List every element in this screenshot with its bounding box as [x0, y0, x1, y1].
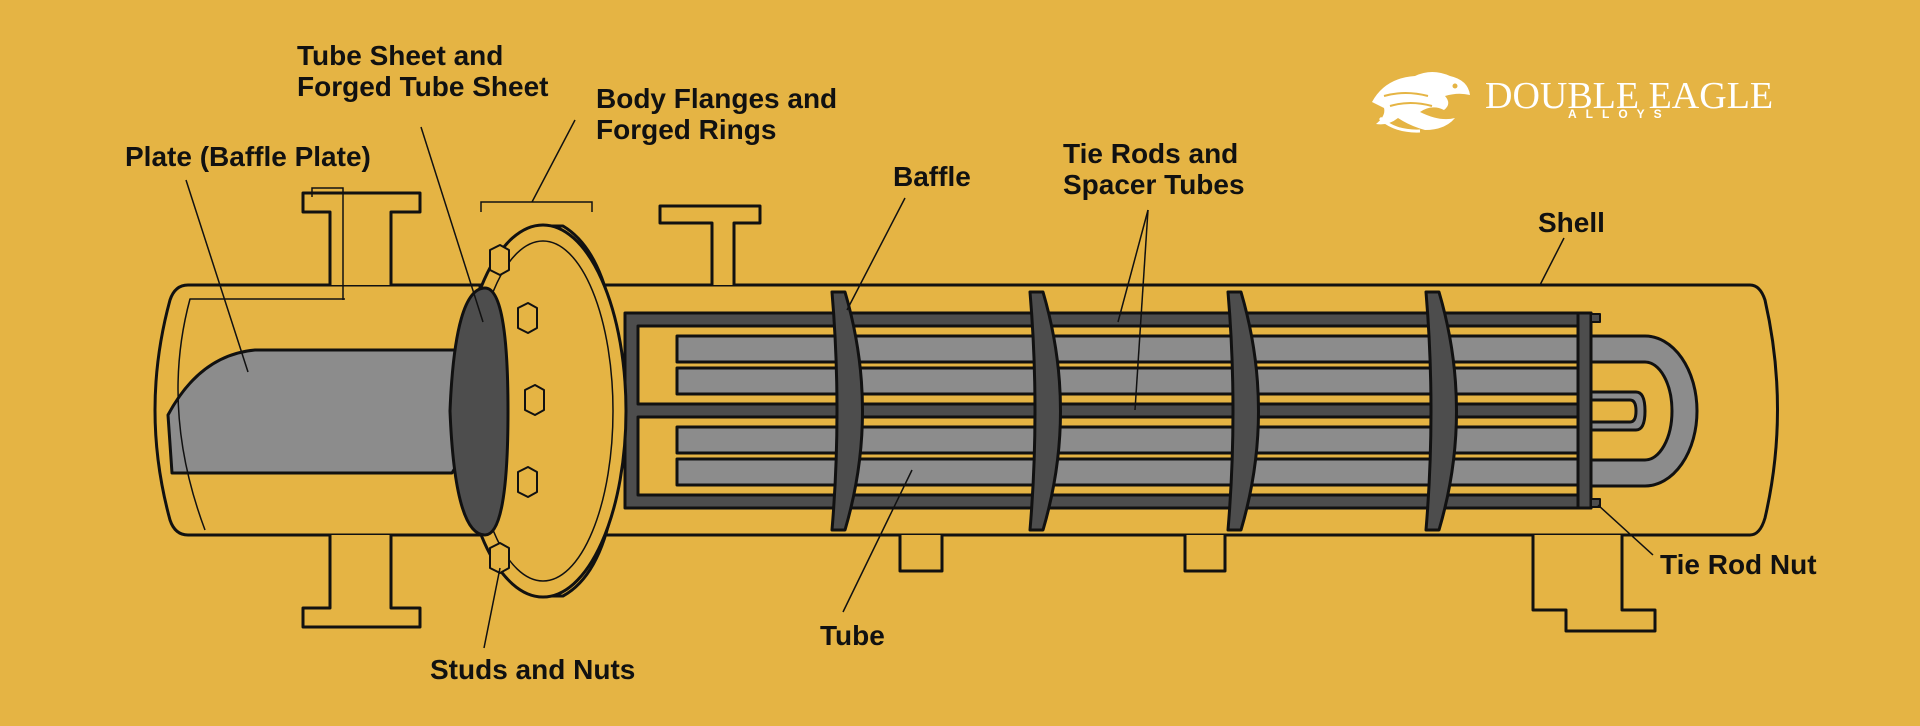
tie-rod-nut-top: [1590, 313, 1601, 323]
leader-channel-nozzle: [311, 187, 344, 300]
brand-name: DOUBLE EAGLE: [1485, 75, 1774, 117]
shell-support-bottom: [1531, 535, 1657, 633]
leader-studs-nuts: [483, 567, 501, 649]
baffle-1: [830, 290, 864, 532]
label-tube-sheet: Tube Sheet and Forged Tube Sheet: [297, 40, 549, 102]
shell-foot-2: [1183, 535, 1227, 573]
tube-sheet: [448, 286, 510, 537]
leader-baffle-plate: [185, 179, 249, 373]
stud-nut-2: [517, 302, 538, 334]
label-shell: Shell: [1538, 207, 1605, 238]
shell-nozzle-top: [658, 204, 762, 285]
stud-nut-3: [524, 384, 545, 416]
label-studs-nuts: Studs and Nuts: [430, 654, 636, 685]
brand-tagline: ALLOYS: [1568, 107, 1671, 121]
stud-nut-1: [489, 244, 510, 276]
leader-tube-sheet: [420, 126, 484, 323]
tie-rod-end: [1576, 311, 1593, 510]
channel-nozzle-top: [301, 191, 422, 285]
leader-tube: [842, 469, 913, 613]
shell-foot-1: [898, 535, 944, 573]
leader-tie-rod-nut: [1597, 504, 1654, 556]
tie-rod-nut-bottom: [1590, 498, 1601, 508]
u-bend-outer: [1588, 334, 1699, 488]
leader-tie-rods-1: [1117, 209, 1149, 323]
label-body-flanges: Body Flanges and Forged Rings: [596, 83, 838, 145]
channel-cutaway-edge: [177, 298, 345, 531]
label-baffle-plate: Plate (Baffle Plate): [125, 141, 371, 172]
channel-nozzle-bottom: [301, 535, 422, 629]
label-tie-rod-nut: Tie Rod Nut: [1660, 549, 1817, 580]
leader-baffle: [846, 197, 906, 311]
baffle-3: [1226, 290, 1260, 532]
leader-shell: [1539, 237, 1565, 286]
label-baffle: Baffle: [893, 161, 971, 192]
leader-tie-rods-2: [1134, 209, 1149, 411]
stud-nut-5: [489, 542, 510, 574]
baffle-2: [1028, 290, 1062, 532]
studs-nuts-group: [489, 244, 545, 574]
label-tie-rods: Tie Rods and Spacer Tubes: [1063, 138, 1245, 200]
leader-lines: [185, 119, 1654, 649]
label-tube: Tube: [820, 620, 885, 651]
stud-nut-4: [517, 466, 538, 498]
eagle-icon: [1372, 72, 1470, 133]
leader-body-flanges: [531, 119, 576, 203]
bracket-body-flanges: [480, 201, 593, 212]
baffle-4: [1424, 290, 1458, 532]
